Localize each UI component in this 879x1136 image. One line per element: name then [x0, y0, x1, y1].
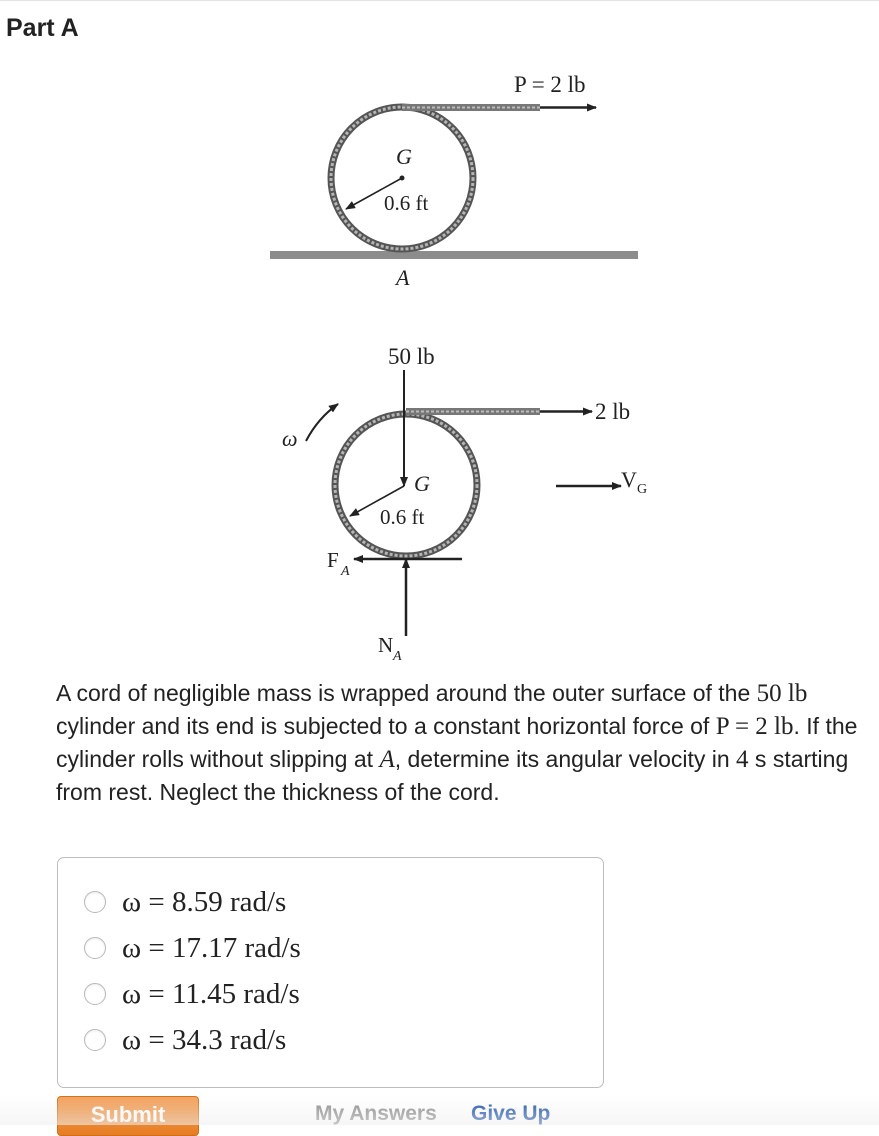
normal-label: N [378, 633, 393, 657]
answer-option-4[interactable]: ω = 34.3 rad/s [84, 1020, 286, 1060]
answer-option-1[interactable]: ω = 8.59 rad/s [84, 882, 286, 922]
answer-option-3[interactable]: ω = 11.45 rad/s [84, 974, 300, 1014]
answer-option-2[interactable]: ω = 17.17 rad/s [84, 928, 301, 968]
omega-arrow [305, 403, 339, 442]
velocity-subscript: G [637, 482, 647, 497]
problem-figure: P = 2 lb G 0.6 ft A 50 lb 2 lb ω V G G 0… [270, 72, 647, 664]
free-body-diagram: 50 lb 2 lb ω V G G 0.6 ft F A N A [282, 344, 647, 664]
force-label: P = 2 lb [514, 72, 586, 97]
normal-subscript: A [392, 649, 402, 664]
velocity-label: V [621, 467, 637, 492]
omega-symbol: ω [282, 426, 298, 451]
radius-label: 0.6 ft [384, 191, 428, 215]
math-force: P = 2 lb [715, 713, 794, 740]
radius-arrow [345, 177, 403, 210]
submit-button[interactable]: Submit [57, 1096, 199, 1136]
question-text: A cord of negligible mass is wrapped aro… [56, 680, 858, 805]
weight-label: 50 lb [388, 344, 435, 369]
cord [402, 104, 540, 111]
option-label: ω = 34.3 rad/s [122, 1023, 287, 1056]
radio-button[interactable] [84, 1029, 106, 1051]
friction-subscript: A [340, 564, 350, 579]
contact-label: A [394, 265, 410, 290]
math-weight: 50 lb [756, 680, 808, 707]
fbd-radius-label: 0.6 ft [380, 505, 424, 529]
top-divider [0, 0, 879, 1]
part-title: Part A [6, 14, 79, 42]
fbd-radius-arrow [349, 485, 405, 517]
option-label: ω = 11.45 rad/s [122, 977, 300, 1010]
ground-surface [270, 251, 638, 259]
option-label: ω = 8.59 rad/s [122, 885, 287, 918]
math-time: 4 [736, 746, 749, 773]
radio-button[interactable] [84, 983, 106, 1005]
cylinder-diagram: P = 2 lb G 0.6 ft A [270, 72, 638, 290]
center-label: G [396, 144, 412, 169]
radio-button[interactable] [84, 937, 106, 959]
give-up-link[interactable]: Give Up [471, 1102, 551, 1125]
math-point: A [379, 746, 395, 773]
option-label: ω = 17.17 rad/s [122, 931, 301, 964]
answer-options: ω = 8.59 rad/s ω = 17.17 rad/s ω = 11.45… [57, 857, 604, 1088]
fbd-force-label: 2 lb [595, 399, 630, 424]
fbd-center-label: G [414, 471, 430, 496]
my-answers-link[interactable]: My Answers [315, 1102, 437, 1125]
friction-label: F [327, 548, 339, 572]
radio-button[interactable] [84, 891, 106, 913]
